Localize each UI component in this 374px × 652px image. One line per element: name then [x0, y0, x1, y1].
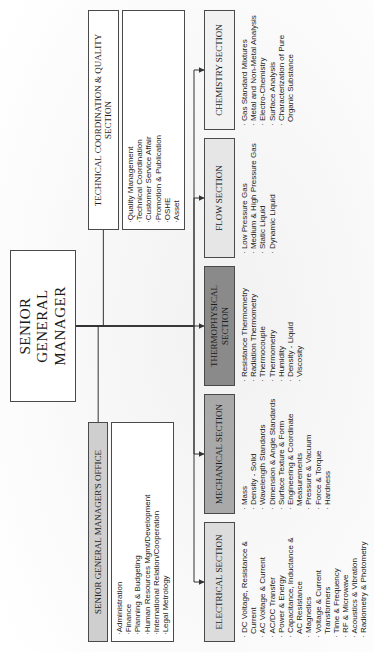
list-item: · AC/DC Transfer: [268, 526, 277, 634]
box-title: SENIOR GENERAL MANAGER'S OFFICE: [93, 428, 103, 636]
list-item: ·Asset: [172, 17, 181, 219]
list-item: · RF & Microwave: [341, 526, 350, 634]
list-item: ·Promotion & Publication: [154, 17, 163, 219]
item-list: · Low Pressure Gas· Medium & High Pressu…: [240, 138, 277, 258]
box-title: THERMOPHYSICAL SECTION: [209, 272, 230, 380]
box-title: CHEMISTRY SECTION: [214, 16, 224, 124]
box-title: ELECTRICAL SECTION: [214, 528, 224, 636]
manager-box: SENIOR GENERAL MANAGER: [10, 250, 76, 402]
list-item: · Dynamic Liquid: [268, 142, 277, 250]
box-title: FLOW SECTION: [214, 144, 224, 252]
list-item: ·International Relation/Cooperation: [152, 429, 161, 631]
list-item: · Wavelength Standards: [258, 398, 267, 506]
list-item: · Density - Liquid: [286, 270, 295, 378]
list-item: · Surface Texture & Form: [277, 398, 286, 506]
org-connector: [76, 326, 98, 422]
section-header: TECHNICAL COORDINATION & QUALITY SECTION: [88, 10, 119, 230]
list-item: · Voltage & Current Transformers: [314, 526, 332, 634]
list-item: ·Administration: [115, 429, 124, 631]
list-item: · Hardness: [323, 398, 332, 506]
section-header: CHEMISTRY SECTION: [204, 10, 235, 130]
item-list: · DC Voltage, Resistance & Current· AC V…: [240, 522, 369, 642]
box-title: MECHANICAL SECTION: [214, 400, 224, 508]
list-item: · Mass: [240, 398, 249, 506]
list-item: · Thermometry: [268, 270, 277, 378]
list-item: · Static Liquid: [258, 142, 267, 250]
list-item: · Electro-Chemistry: [258, 14, 267, 122]
list-item: ·Quality Management: [126, 17, 135, 219]
list-item: · Metal and Non-Metal Analysis: [249, 14, 258, 122]
list-item: ·Technical Coordination: [135, 17, 144, 219]
list-item: · Gas Standard Mixtures: [240, 14, 249, 122]
list-item: · Power & Energy: [277, 526, 286, 634]
list-item: · Humidity: [277, 270, 286, 378]
list-item: ·OSHE: [163, 17, 172, 219]
list-item: · Acoustics & Vibration: [350, 526, 359, 634]
list-item: · Engineering & Coordinate Measurements: [286, 398, 304, 506]
item-list: · Mass· Density - Solid· Wavelength Stan…: [240, 394, 332, 514]
list-item: · Low Pressure Gas: [240, 142, 249, 250]
list-item: · Radiation Thermometry: [249, 270, 258, 378]
list-item: · Resistance Thermometry: [240, 270, 249, 378]
list-item: · Thermocouple: [258, 270, 267, 378]
office-list-box: ·Administration·Finance·Planning & Budge…: [111, 422, 174, 642]
list-item: · DC Voltage, Resistance & Current: [240, 526, 258, 634]
list-item: · Time & Frequency: [332, 526, 341, 634]
item-list: · Resistance Thermometry· Radiation Ther…: [240, 266, 304, 386]
section-header: MECHANICAL SECTION: [204, 394, 235, 514]
list-item: · AC Voltage & Current: [258, 526, 267, 634]
box-title: TECHNICAL COORDINATION & QUALITY SECTION: [93, 16, 114, 224]
section-list-box: ·Quality Management·Technical Coordinati…: [122, 10, 185, 230]
list-item: · Force & Torque: [314, 398, 323, 506]
box-title: SENIOR GENERAL MANAGER: [17, 259, 69, 393]
list-item: ·Planning & Budgeting: [133, 429, 142, 631]
list-item: · Radiometry & Photometry: [359, 526, 368, 634]
list-item: ·Finance: [124, 429, 133, 631]
org-connector: [76, 230, 104, 326]
section-header: ELECTRICAL SECTION: [204, 522, 235, 642]
list-item: · Capacitance, Inductance & AC Resistanc…: [286, 526, 304, 634]
list-item: · Medium & High Pressure Gas: [249, 142, 258, 250]
item-list: · Gas Standard Mixtures· Metal and Non-M…: [240, 10, 295, 130]
list-item: ·Human Resources Mgmt/Development: [143, 429, 152, 631]
list-item: · Viscosity: [295, 270, 304, 378]
list-item: · Characterization of Pure Organic Subst…: [277, 14, 295, 122]
list-item: ·Customer Service Affair: [144, 17, 153, 219]
list-item: · Pressure & Vacuum: [304, 398, 313, 506]
list-item: · Density - Solid: [249, 398, 258, 506]
section-header: FLOW SECTION: [204, 138, 235, 258]
section-header: THERMOPHYSICAL SECTION: [204, 266, 235, 386]
list-item: ·Legal Metrology: [161, 429, 170, 631]
list-item: · Dimension & Angle Standards: [268, 398, 277, 506]
list-item: · Magnetics: [304, 526, 313, 634]
list-item: · Surface Analysis: [268, 14, 277, 122]
office-header: SENIOR GENERAL MANAGER'S OFFICE: [88, 422, 108, 642]
